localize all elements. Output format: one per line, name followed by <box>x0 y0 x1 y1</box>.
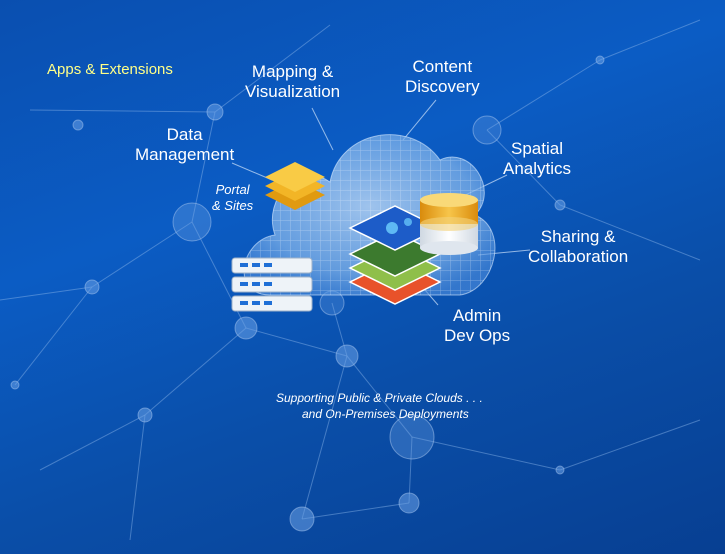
label-admin-line1: Admin <box>452 306 502 325</box>
label-sharing-line2: Collaboration <box>528 247 629 266</box>
label-admin-devops: Admin Dev Ops <box>444 306 510 346</box>
label-spatial-line1: Spatial <box>511 139 563 158</box>
label-data-line2: Management <box>135 145 235 164</box>
caption-line2: and On-Premises Deployments <box>302 407 469 421</box>
label-mapping-visualization: Mapping & Visualization <box>245 62 340 102</box>
label-sharing-line1: Sharing & <box>540 227 616 246</box>
network-links <box>0 19 701 541</box>
label-content-discovery: Content Discovery <box>405 57 480 97</box>
label-content-line1: Content <box>412 57 473 76</box>
caption-line1: Supporting Public & Private Clouds . . . <box>276 391 483 405</box>
label-portal-line1: Portal <box>215 182 250 197</box>
label-admin-line2: Dev Ops <box>444 326 511 345</box>
label-spatial-analytics: Spatial Analytics <box>503 139 571 179</box>
layer-stack-icon <box>265 162 325 210</box>
deployment-caption: Supporting Public & Private Clouds . . .… <box>276 390 483 422</box>
label-content-line2: Discovery <box>405 77 480 96</box>
label-portal-sites: Portal & Sites <box>212 182 253 214</box>
label-data-line1: Data <box>166 125 203 144</box>
label-spatial-line2: Analytics <box>503 159 572 178</box>
map-layers-icon <box>348 205 442 305</box>
label-apps-extensions: Apps & Extensions <box>47 61 173 78</box>
label-data-management: Data Management <box>135 125 234 165</box>
label-mapping-line1: Mapping & <box>251 62 334 81</box>
label-mapping-line2: Visualization <box>245 82 341 101</box>
server-icon <box>231 257 313 312</box>
label-portal-line2: & Sites <box>212 198 254 213</box>
database-icon <box>420 193 478 255</box>
network-nodes <box>10 55 605 532</box>
label-sharing-collaboration: Sharing & Collaboration <box>528 227 628 267</box>
